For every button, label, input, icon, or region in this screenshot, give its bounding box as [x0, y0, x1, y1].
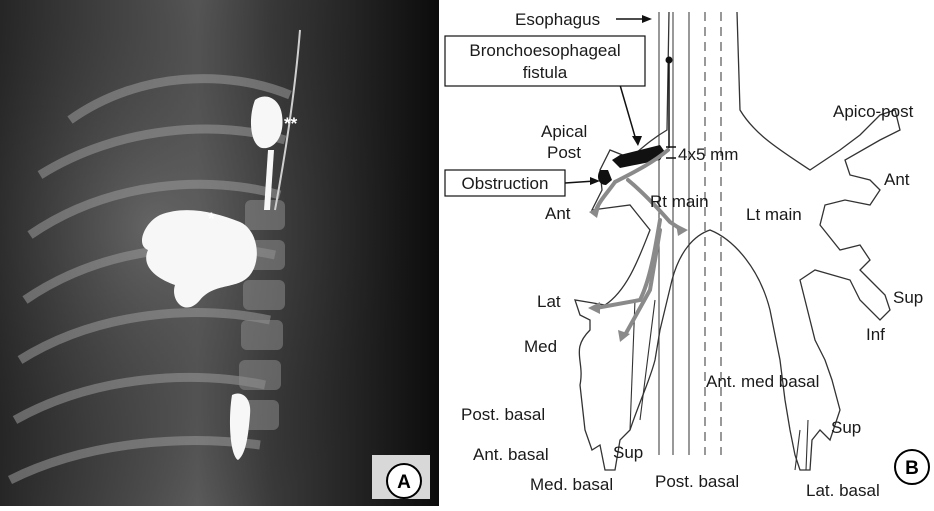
- sup-left-upper-label: Sup: [893, 288, 923, 307]
- sup-left-lower-label: Sup: [831, 418, 861, 437]
- fistula-size-label: 4x5 mm: [678, 145, 738, 164]
- esophagus-label: Esophagus: [515, 10, 600, 29]
- radiograph-image: ** * A: [0, 0, 439, 506]
- ant-med-basal-label: Ant. med basal: [706, 372, 819, 391]
- sup-right-lower-label: Sup: [613, 443, 643, 462]
- fistula-label-line1: Bronchoesophageal: [469, 41, 620, 60]
- lat-label: Lat: [537, 292, 561, 311]
- post-basal-right-label: Post. basal: [461, 405, 545, 424]
- pin-dot: [666, 57, 673, 64]
- ant-basal-label: Ant. basal: [473, 445, 549, 464]
- panel-b-label: B: [905, 458, 919, 479]
- apico-post-label: Apico-post: [833, 102, 914, 121]
- double-star-mark: **: [284, 114, 298, 133]
- med-basal-label: Med. basal: [530, 475, 613, 494]
- fistula-tract: [598, 145, 665, 185]
- lat-basal-label: Lat. basal: [806, 481, 880, 500]
- esophagus-arrowhead: [642, 15, 652, 23]
- fistula-label-line2: fistula: [523, 63, 568, 82]
- panel-b-diagram: Bronchoesophageal fistula Obstruction Es…: [439, 0, 934, 506]
- obstruction-label: Obstruction: [462, 174, 549, 193]
- single-star-mark: *: [208, 209, 215, 228]
- ant-left-label: Ant: [884, 170, 910, 189]
- bronchial-tree-diagram: Bronchoesophageal fistula Obstruction Es…: [439, 0, 934, 506]
- post-label: Post: [547, 143, 581, 162]
- lt-main-label: Lt main: [746, 205, 802, 224]
- inf-label: Inf: [866, 325, 885, 344]
- post-basal-left-label: Post. basal: [655, 472, 739, 491]
- panel-a-label: A: [397, 472, 411, 493]
- med-label: Med: [524, 337, 557, 356]
- fistula-arrowhead: [632, 136, 642, 146]
- apical-label: Apical: [541, 122, 587, 141]
- panel-a-radiograph: ** * A: [0, 0, 439, 506]
- ant-right-label: Ant: [545, 204, 571, 223]
- rt-main-label: Rt main: [650, 192, 709, 211]
